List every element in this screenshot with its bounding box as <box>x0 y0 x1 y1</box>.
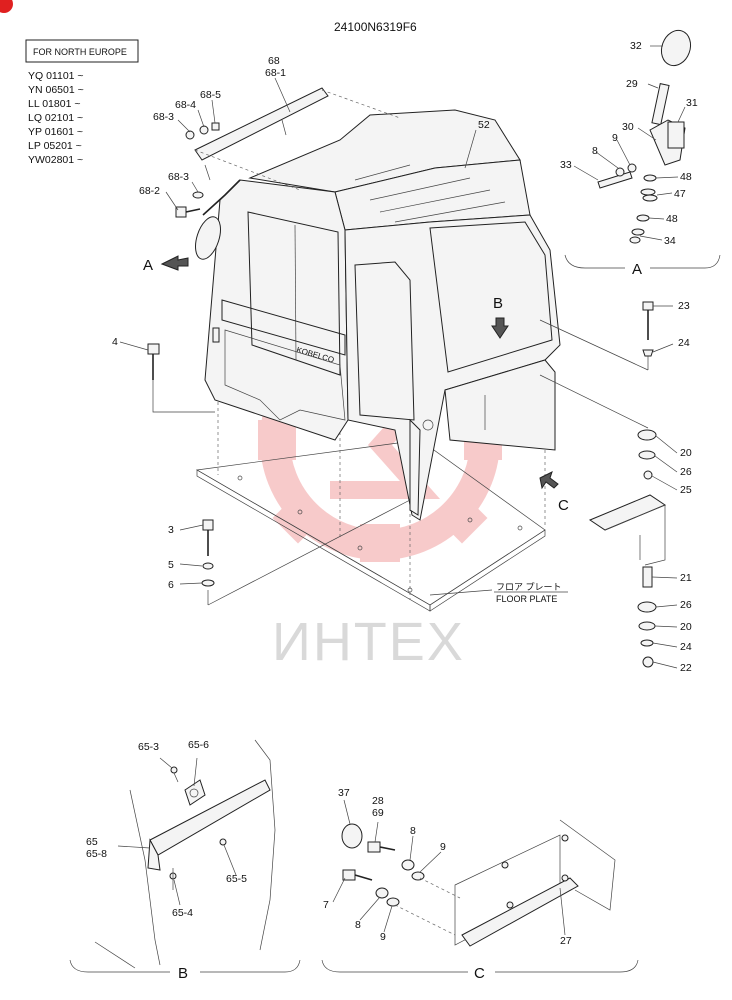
callout-65-4: 65-4 <box>172 907 193 919</box>
view-arrow-b-label: B <box>493 295 503 312</box>
callout-32: 32 <box>630 40 642 52</box>
callout-65-8: 65-8 <box>86 848 107 860</box>
mount-stack-lower <box>637 566 657 668</box>
callout-52: 52 <box>478 119 490 131</box>
bolt-3-assembly <box>201 499 411 606</box>
callout-26-b: 26 <box>680 599 692 611</box>
serial-4: YP 01601 ~ <box>28 126 83 138</box>
callout-8-a: 8 <box>592 145 598 157</box>
serial-5: LP 05201 ~ <box>28 140 82 152</box>
callout-48-a: 48 <box>680 171 692 183</box>
serial-2: LL 01801 ~ <box>28 98 80 110</box>
serial-6: YW02801 ~ <box>28 154 83 166</box>
callout-21: 21 <box>680 572 692 584</box>
callout-20-a: 20 <box>680 447 692 459</box>
callout-9-b: 9 <box>440 841 446 853</box>
callout-68-3-a: 68-3 <box>153 111 174 123</box>
callout-65-3: 65-3 <box>138 741 159 753</box>
callout-37: 37 <box>338 787 350 799</box>
callout-22: 22 <box>680 662 692 674</box>
callout-4: 4 <box>112 336 118 348</box>
callout-68-5: 68-5 <box>200 89 221 101</box>
callout-26-a: 26 <box>680 466 692 478</box>
callout-69: 69 <box>372 807 384 819</box>
region-label: FOR NORTH EUROPE <box>33 47 127 57</box>
view-a-detail <box>564 29 721 269</box>
cab-body: KOBELCO <box>204 109 561 521</box>
floor-plate: フロア プレート FLOOR PLATE <box>195 439 568 612</box>
callout-9-c: 9 <box>380 931 386 943</box>
view-b-title: B <box>178 965 188 982</box>
view-a-title: A <box>632 261 642 278</box>
callouts-view-c: 37 28 69 8 9 7 8 9 27 C <box>323 787 572 982</box>
callout-23: 23 <box>678 300 690 312</box>
serial-1: YN 06501 ~ <box>28 84 84 96</box>
floor-plate-jp: フロア プレート <box>496 582 562 592</box>
drawing-number: 24100N6319F6 <box>334 20 417 34</box>
view-c-title: C <box>474 965 485 982</box>
roof-rail-68 <box>194 87 401 191</box>
watermark-text: ИНТЕХ <box>272 612 465 672</box>
callout-65: 65 <box>86 836 98 848</box>
callout-8-c: 8 <box>355 919 361 931</box>
callout-29: 29 <box>626 78 638 90</box>
view-b-detail <box>69 739 301 973</box>
callout-30: 30 <box>622 121 634 133</box>
mount-bolt-23 <box>539 301 654 371</box>
callouts-view-a: 32 29 31 30 9 8 33 48 47 48 34 A <box>560 40 698 278</box>
leader-lines <box>117 45 686 936</box>
callout-48-b: 48 <box>666 213 678 225</box>
callout-27: 27 <box>560 935 572 947</box>
region-box: FOR NORTH EUROPE <box>25 39 139 63</box>
callout-7: 7 <box>323 899 329 911</box>
callouts-view-b: 65-3 65-6 65 65-8 65-5 65-4 B <box>86 739 247 982</box>
callout-3: 3 <box>168 524 174 536</box>
view-arrow-a: A <box>143 255 189 274</box>
callouts-main: 68 68-1 68-5 68-4 68-3 68-3 68-2 52 4 3 … <box>112 55 692 674</box>
fasteners-68 <box>175 122 220 218</box>
callout-31: 31 <box>686 97 698 109</box>
mount-stack-upper <box>539 374 657 480</box>
callout-9-a: 9 <box>612 132 618 144</box>
callout-68-4: 68-4 <box>175 99 196 111</box>
callout-68-3-b: 68-3 <box>168 171 189 183</box>
view-arrow-c-label: C <box>558 497 569 514</box>
callout-20-b: 20 <box>680 621 692 633</box>
callout-6: 6 <box>168 579 174 591</box>
callout-68-1: 68-1 <box>265 67 286 79</box>
callout-8-b: 8 <box>410 825 416 837</box>
view-arrow-a-label: A <box>143 257 153 274</box>
serial-3: LQ 02101 ~ <box>28 112 83 124</box>
callout-33: 33 <box>560 159 572 171</box>
callout-65-6: 65-6 <box>188 739 209 751</box>
floor-plate-en: FLOOR PLATE <box>496 594 557 604</box>
serial-0: YQ 01101 ~ <box>28 70 84 82</box>
callout-47: 47 <box>674 188 686 200</box>
callout-5: 5 <box>168 559 174 571</box>
serial-list: YQ 01101 ~ YN 06501 ~ LL 01801 ~ LQ 0210… <box>28 70 84 166</box>
mount-bracket <box>588 494 667 566</box>
view-arrow-c: C <box>539 471 569 514</box>
callout-28: 28 <box>372 795 384 807</box>
view-arrow-b: B <box>491 295 509 339</box>
callout-65-5: 65-5 <box>226 873 247 885</box>
bolt-4 <box>147 343 215 413</box>
side-mirror <box>195 179 241 260</box>
view-c-detail <box>321 819 639 973</box>
callout-68: 68 <box>268 55 280 67</box>
callout-25: 25 <box>680 484 692 496</box>
corner-logo-icon <box>0 0 13 13</box>
callout-24-b: 24 <box>680 641 692 653</box>
callout-34: 34 <box>664 235 676 247</box>
callout-24-a: 24 <box>678 337 690 349</box>
callout-68-2: 68-2 <box>139 185 160 197</box>
